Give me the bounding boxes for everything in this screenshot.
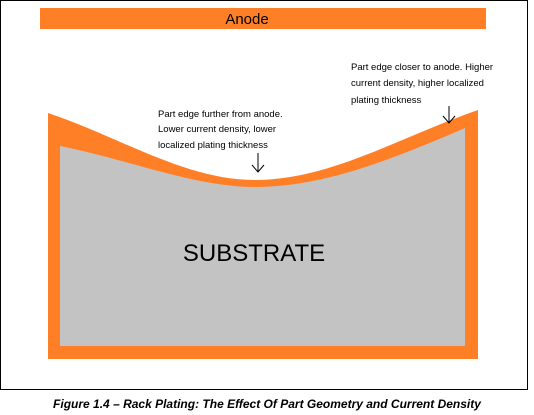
annotation-near-edge-line-2: current density, higher localized: [351, 78, 484, 89]
figure-caption: Figure 1.4 – Rack Plating: The Effect Of…: [53, 397, 481, 411]
annotation-near-edge-line-1: Part edge closer to anode. Higher: [351, 62, 493, 73]
substrate-label: SUBSTRATE: [183, 240, 325, 267]
arrow-near-edge-icon: [442, 106, 456, 124]
substrate-body: [60, 128, 465, 346]
annotation-far-edge-line-1: Part edge further from anode.: [158, 109, 283, 120]
annotation-far-edge-line-2: Lower current density, lower: [158, 124, 276, 135]
annotation-far-edge-line-3: localized plating thickness: [158, 140, 268, 151]
annotation-near-edge-line-3: plating thickness: [351, 95, 421, 106]
arrow-far-edge-icon: [251, 153, 265, 173]
anode-label: Anode: [225, 11, 268, 28]
anode-bar: [40, 8, 486, 29]
